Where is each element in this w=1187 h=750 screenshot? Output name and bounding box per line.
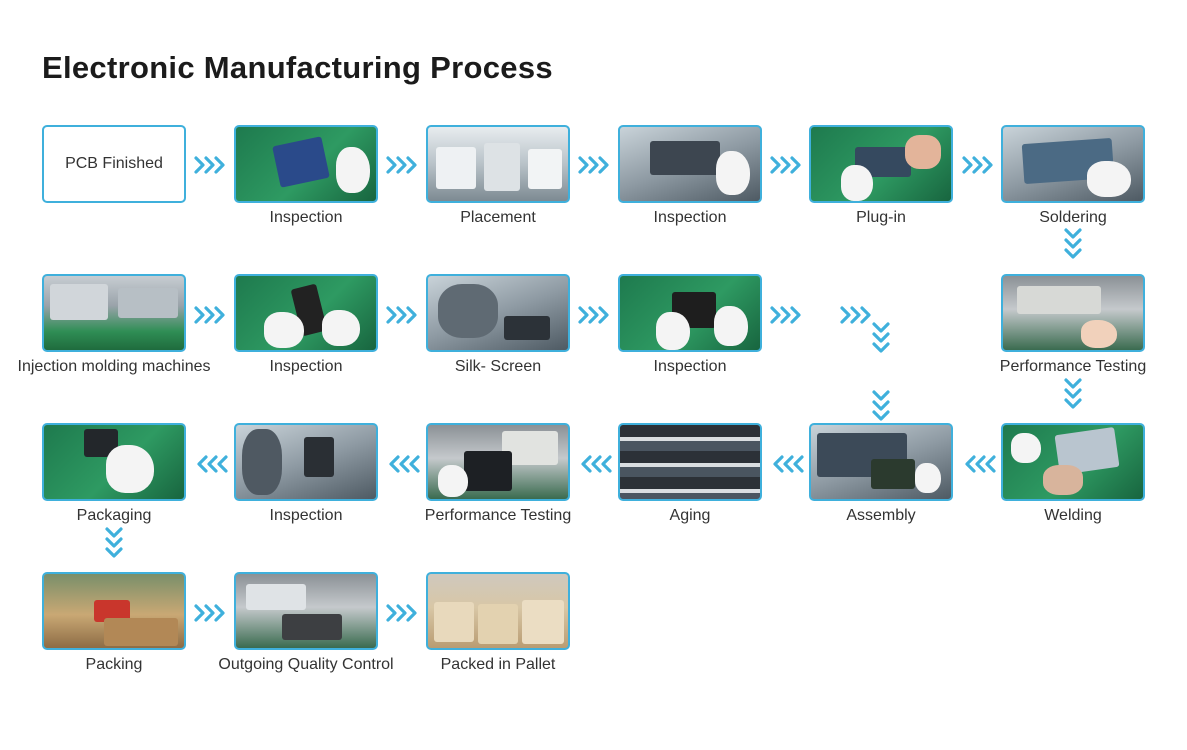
flow-arrow-down [1064,228,1082,262]
flow-arrow-right [194,306,228,324]
step-placement: Placement [426,125,570,226]
step-label: Performance Testing [999,358,1147,375]
step-label: Assembly [846,507,916,524]
step-label: Packing [85,656,143,673]
step-performance-testing-1: Performance Testing [1000,274,1146,375]
step-label: Outgoing Quality Control [218,656,394,673]
step-label: PCB Finished [65,155,163,172]
step-packed-in-pallet: Packed in Pallet [426,572,570,673]
step-inspection-3: Inspection [234,274,378,375]
step-label: Welding [1044,507,1102,524]
step-photo [42,572,186,650]
step-photo [1001,274,1145,352]
flow-arrow-right [386,156,420,174]
step-soldering: Soldering [1001,125,1145,226]
step-photo [426,423,570,501]
step-inspection-2: Inspection [618,125,762,226]
flow-arrow-right [386,604,420,622]
flow-arrow-right [962,156,996,174]
step-photo [1001,423,1145,501]
step-photo [234,274,378,352]
step-inspection-5: Inspection [234,423,378,524]
step-photo [234,423,378,501]
flow-arrow-right [386,306,420,324]
step-aging: Aging [618,423,762,524]
step-welding: Welding [1001,423,1145,524]
step-assembly: Assembly [809,423,953,524]
step-label: Injection molding machines [17,358,211,375]
step-performance-testing-2: Performance Testing [425,423,571,524]
step-photo [234,125,378,203]
flow-arrow-down [1064,378,1082,412]
flow-arrow-down [872,322,890,356]
step-packing: Packing [42,572,186,673]
flow-arrow-left [386,455,420,473]
flow-arrow-down [872,390,890,424]
flow-arrow-down [105,527,123,561]
flow-arrow-right [578,156,612,174]
step-label: Inspection [269,209,343,226]
step-injection-molding: Injection molding machines [18,274,211,375]
step-label: Packaging [76,507,152,524]
step-label: Inspection [653,209,727,226]
step-outgoing-quality-control: Outgoing Quality Control [218,572,394,673]
flow-arrow-right [194,604,228,622]
step-inspection-1: Inspection [234,125,378,226]
step-label: Placement [460,209,536,226]
step-label: Performance Testing [424,507,572,524]
step-label: Inspection [269,507,343,524]
step-photo [618,274,762,352]
flow-arrow-right [770,306,804,324]
step-photo [1001,125,1145,203]
step-photo [234,572,378,650]
step-photo [42,274,186,352]
step-photo [618,125,762,203]
flow-arrow-left [962,455,996,473]
step-label: Soldering [1039,209,1107,226]
flow-arrow-left [194,455,228,473]
step-pcb-finished: PCB Finished [42,125,186,203]
step-photo [809,423,953,501]
step-packaging: Packaging [42,423,186,524]
page-title: Electronic Manufacturing Process [42,50,553,85]
flow-arrow-right [840,306,874,324]
step-plug-in: Plug-in [809,125,953,226]
step-photo [618,423,762,501]
step-label: Silk- Screen [454,358,542,375]
step-label: Plug-in [856,209,906,226]
step-label: Aging [669,507,711,524]
step-label: Inspection [269,358,343,375]
step-photo [42,423,186,501]
step-photo [426,274,570,352]
flow-arrow-left [578,455,612,473]
flow-arrow-right [770,156,804,174]
step-photo [809,125,953,203]
flow-arrow-left [770,455,804,473]
step-silk-screen: Silk- Screen [426,274,570,375]
flow-arrow-right [194,156,228,174]
step-inspection-4: Inspection [618,274,762,375]
flow-arrow-right [578,306,612,324]
step-label: Packed in Pallet [440,656,556,673]
step-photo [426,125,570,203]
step-photo [426,572,570,650]
step-label: Inspection [653,358,727,375]
step-box: PCB Finished [42,125,186,203]
